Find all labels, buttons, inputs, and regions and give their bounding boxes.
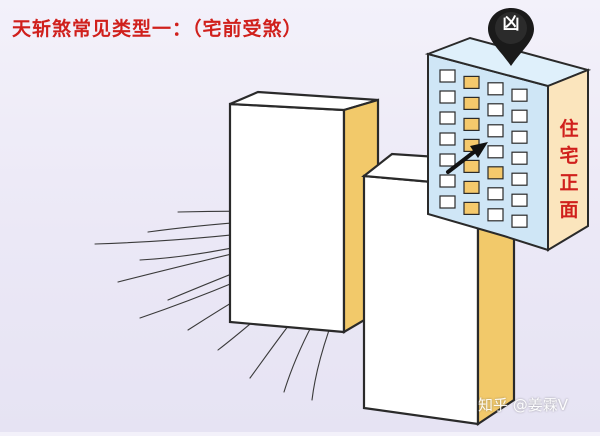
building-window: [463, 180, 480, 194]
pin-symbol: 凶: [502, 14, 520, 34]
building-window: [511, 193, 528, 207]
building-window: [463, 201, 480, 215]
building-window: [463, 117, 480, 132]
building-window: [511, 130, 528, 144]
building-window: [439, 174, 456, 188]
building-window: [439, 111, 456, 125]
building-window: [439, 69, 456, 83]
impact-arrow: [446, 142, 488, 174]
building-window: [511, 214, 528, 228]
building-window: [463, 159, 480, 173]
building-window: [487, 208, 504, 222]
ominous-pin-icon: [488, 8, 534, 66]
building-window: [439, 90, 456, 104]
building-window: [439, 153, 456, 167]
source-watermark: 知乎 @姜霖V: [478, 396, 569, 414]
building-window: [511, 151, 528, 165]
building-window: [487, 103, 504, 117]
building-window: [439, 132, 456, 146]
building-window: [487, 145, 504, 159]
building-window: [463, 75, 480, 90]
building-window: [463, 96, 480, 111]
residential-building: [424, 36, 592, 252]
diagram-title: 天斩煞常见类型一：（宅前受煞）: [12, 18, 303, 40]
building-window: [511, 172, 528, 186]
building-window: [487, 166, 504, 180]
building-window: [439, 195, 456, 209]
rear-building-block: [228, 90, 380, 334]
building-window: [511, 88, 528, 102]
building-window: [511, 109, 528, 123]
building-window: [487, 82, 504, 96]
window-grid: [439, 69, 528, 228]
building-window: [487, 124, 504, 138]
building-window: [487, 187, 504, 201]
building-front-label: 住宅正面: [559, 118, 579, 221]
